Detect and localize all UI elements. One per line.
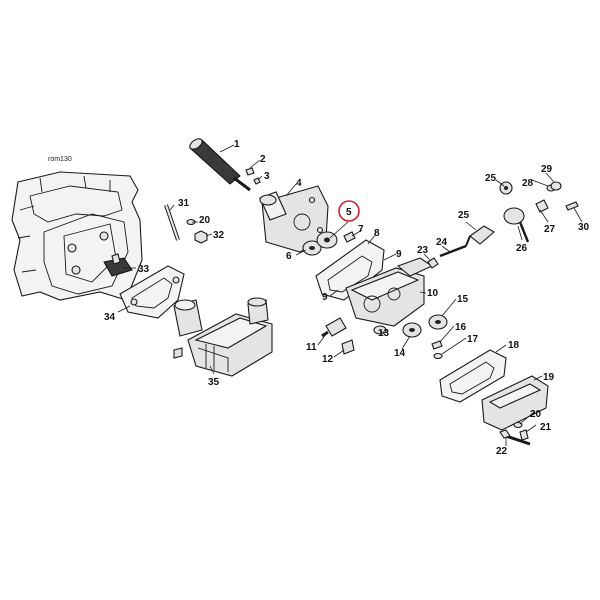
callout-8: 8 bbox=[374, 228, 380, 239]
callout-23: 23 bbox=[417, 245, 429, 256]
part-23-fitting bbox=[427, 257, 439, 269]
callout-32: 32 bbox=[213, 230, 225, 241]
callout-29: 29 bbox=[541, 164, 553, 175]
part-25-cap bbox=[499, 181, 513, 195]
callout-28: 28 bbox=[522, 178, 534, 189]
callout-7: 7 bbox=[358, 224, 364, 235]
callout-15: 15 bbox=[457, 294, 469, 305]
part-30-terminal bbox=[565, 201, 579, 211]
callout-9-upper: 9 bbox=[396, 249, 402, 260]
part-35-oil-pump-assembly bbox=[173, 297, 273, 377]
callout-25-lower: 25 bbox=[458, 210, 470, 221]
part-33-fitting bbox=[103, 253, 133, 277]
callout-16: 16 bbox=[455, 322, 467, 333]
callout-27: 27 bbox=[544, 224, 556, 235]
part-21-screw bbox=[519, 429, 529, 441]
callout-1: 1 bbox=[234, 139, 240, 150]
callout-22: 22 bbox=[496, 446, 508, 457]
callout-10: 10 bbox=[427, 288, 439, 299]
callout-13: 13 bbox=[378, 328, 390, 339]
part-8-gasket bbox=[315, 239, 385, 301]
callout-31: 31 bbox=[178, 198, 190, 209]
part-14-gear bbox=[402, 322, 422, 338]
part-16-key bbox=[431, 340, 443, 350]
part-2-key bbox=[245, 167, 255, 176]
callout-19: 19 bbox=[543, 372, 555, 383]
callout-17: 17 bbox=[467, 334, 479, 345]
part-15-gear bbox=[428, 314, 448, 330]
callout-26: 26 bbox=[516, 243, 528, 254]
callout-14: 14 bbox=[394, 348, 406, 359]
highlight-circle bbox=[338, 200, 360, 222]
part-12-plug bbox=[341, 339, 355, 355]
part-4-pump-cover bbox=[259, 185, 329, 253]
callout-25-upper: 25 bbox=[485, 173, 497, 184]
part-29-washer bbox=[550, 181, 562, 191]
part-7-key bbox=[343, 231, 356, 243]
part-1-drive-shaft bbox=[189, 138, 251, 192]
part-22-bolt bbox=[499, 429, 531, 446]
callout-21: 21 bbox=[540, 422, 552, 433]
callout-4: 4 bbox=[296, 178, 302, 189]
part-11-fitting bbox=[321, 317, 347, 338]
callout-labels: 1 2 3 4 5 6 7 8 9 9 10 11 12 13 14 15 16… bbox=[104, 139, 590, 457]
part-18-gasket bbox=[439, 349, 507, 403]
callout-9-lower: 9 bbox=[322, 292, 328, 303]
callout-18: 18 bbox=[508, 340, 520, 351]
crankcase-illustration bbox=[11, 171, 143, 301]
callout-3: 3 bbox=[264, 171, 270, 182]
callout-20-lower: 20 bbox=[530, 409, 542, 420]
callout-5: 5 bbox=[346, 207, 352, 218]
part-25-valve bbox=[465, 225, 495, 247]
part-27-bracket bbox=[535, 199, 549, 213]
part-31-stud bbox=[164, 204, 180, 241]
callout-30: 30 bbox=[578, 222, 590, 233]
callout-2: 2 bbox=[260, 154, 266, 165]
leader-lines bbox=[117, 144, 583, 446]
part-24-spring bbox=[439, 244, 467, 258]
part-10-pump-body bbox=[345, 257, 434, 327]
part-6-gear bbox=[302, 240, 322, 256]
callout-35: 35 bbox=[208, 377, 220, 388]
callout-12: 12 bbox=[322, 354, 334, 365]
callout-6: 6 bbox=[286, 251, 292, 262]
part-26-sender bbox=[503, 207, 530, 243]
callout-24: 24 bbox=[436, 237, 448, 248]
part-34-gasket bbox=[119, 265, 185, 319]
callout-33: 33 bbox=[138, 264, 150, 275]
part-17-washer bbox=[433, 352, 443, 360]
part-19-cover-plate bbox=[481, 375, 549, 431]
part-32-nut bbox=[194, 230, 208, 244]
callout-20-upper: 20 bbox=[199, 215, 211, 226]
callout-34: 34 bbox=[104, 312, 116, 323]
reference-label: rom130 bbox=[48, 156, 72, 163]
callout-11: 11 bbox=[306, 342, 317, 353]
